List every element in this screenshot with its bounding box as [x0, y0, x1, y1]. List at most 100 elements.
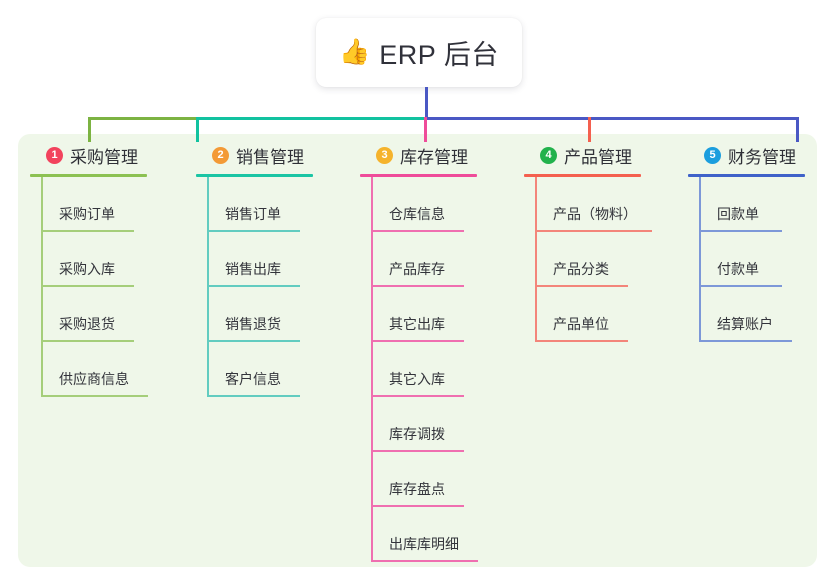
list-item[interactable]: 出库库明细	[360, 507, 508, 562]
item-rule	[371, 285, 464, 287]
connector-drop-5	[796, 117, 799, 142]
list-item[interactable]: 付款单	[688, 232, 836, 287]
list-item[interactable]: 产品单位	[524, 287, 684, 342]
column-4-spine	[535, 177, 537, 342]
column-1-rule	[30, 174, 147, 177]
list-item[interactable]: 供应商信息	[30, 342, 178, 397]
list-item[interactable]: 销售出库	[196, 232, 344, 287]
item-label: 销售退货	[225, 316, 281, 332]
item-rule	[371, 230, 464, 232]
column-5-items: 回款单 付款单 结算账户	[688, 177, 836, 342]
item-label: 其它出库	[389, 316, 445, 332]
item-rule	[371, 340, 464, 342]
column-3-spine	[371, 177, 373, 562]
item-rule	[699, 230, 782, 232]
list-item[interactable]: 其它入库	[360, 342, 508, 397]
item-rule	[207, 340, 300, 342]
item-label: 客户信息	[225, 371, 281, 387]
column-4-title: 产品管理	[564, 147, 632, 167]
connector-drop-3	[424, 117, 427, 142]
item-rule	[207, 230, 300, 232]
item-label: 产品（物料）	[553, 206, 637, 222]
item-label: 产品分类	[553, 261, 609, 277]
connector-drop-2	[196, 117, 199, 142]
column-4-header[interactable]: 4 产品管理	[524, 142, 684, 168]
list-item[interactable]: 产品分类	[524, 232, 684, 287]
connector-bus-green	[88, 117, 198, 120]
item-label: 付款单	[717, 261, 759, 277]
item-label: 采购入库	[59, 261, 115, 277]
item-label: 其它入库	[389, 371, 445, 387]
list-item[interactable]: 采购入库	[30, 232, 178, 287]
list-item[interactable]: 产品（物料）	[524, 177, 684, 232]
list-item[interactable]: 库存盘点	[360, 452, 508, 507]
thumbs-up-icon: 👍	[339, 38, 371, 66]
item-label: 仓库信息	[389, 206, 445, 222]
item-rule	[207, 395, 300, 397]
column-5-spine	[699, 177, 701, 342]
column-1: 1 采购管理 采购订单 采购入库 采购退货 供应商信息	[30, 142, 178, 397]
list-item[interactable]: 客户信息	[196, 342, 344, 397]
column-2-header[interactable]: 2 销售管理	[196, 142, 344, 168]
item-label: 结算账户	[717, 316, 773, 332]
column-5-badge: 5	[704, 146, 721, 164]
list-item[interactable]: 仓库信息	[360, 177, 508, 232]
item-rule	[41, 340, 134, 342]
item-rule	[207, 285, 300, 287]
column-2-title: 销售管理	[236, 147, 304, 167]
item-rule	[371, 395, 464, 397]
list-item[interactable]: 销售退货	[196, 287, 344, 342]
column-5: 5 财务管理 回款单 付款单 结算账户	[688, 142, 836, 342]
list-item[interactable]: 采购退货	[30, 287, 178, 342]
list-item[interactable]: 产品库存	[360, 232, 508, 287]
connector-drop-1	[88, 117, 91, 142]
item-rule	[371, 450, 464, 452]
item-label: 出库库明细	[389, 536, 459, 552]
item-rule	[41, 230, 134, 232]
column-2-rule	[196, 174, 313, 177]
item-rule	[371, 560, 478, 562]
column-3-rule	[360, 174, 477, 177]
column-3-title: 库存管理	[400, 147, 468, 167]
column-2-badge: 2	[212, 146, 229, 164]
list-item[interactable]: 销售订单	[196, 177, 344, 232]
column-1-header[interactable]: 1 采购管理	[30, 142, 178, 168]
list-item[interactable]: 回款单	[688, 177, 836, 232]
item-label: 回款单	[717, 206, 759, 222]
connector-root-stem	[425, 87, 428, 117]
item-label: 库存调拨	[389, 426, 445, 442]
connector-bus-teal	[196, 117, 427, 120]
item-rule	[41, 395, 148, 397]
list-item[interactable]: 库存调拨	[360, 397, 508, 452]
column-2-spine	[207, 177, 209, 397]
item-label: 产品单位	[553, 316, 609, 332]
column-5-header[interactable]: 5 财务管理	[688, 142, 836, 168]
list-item[interactable]: 其它出库	[360, 287, 508, 342]
column-1-items: 采购订单 采购入库 采购退货 供应商信息	[30, 177, 178, 397]
column-1-badge: 1	[46, 146, 63, 164]
item-label: 销售出库	[225, 261, 281, 277]
item-rule	[699, 285, 782, 287]
column-3-items: 仓库信息 产品库存 其它出库 其它入库 库存调拨 库存盘点	[360, 177, 508, 562]
item-rule	[41, 285, 134, 287]
item-rule	[535, 285, 628, 287]
item-label: 供应商信息	[59, 371, 129, 387]
column-2-items: 销售订单 销售出库 销售退货 客户信息	[196, 177, 344, 397]
item-rule	[535, 230, 652, 232]
column-5-title: 财务管理	[728, 147, 796, 167]
column-3-header[interactable]: 3 库存管理	[360, 142, 508, 168]
column-3: 3 库存管理 仓库信息 产品库存 其它出库 其它入库 库存调拨	[360, 142, 508, 562]
item-rule	[699, 340, 792, 342]
column-5-rule	[688, 174, 805, 177]
root-node[interactable]: 👍 ERP 后台	[316, 18, 522, 87]
list-item[interactable]: 结算账户	[688, 287, 836, 342]
column-2: 2 销售管理 销售订单 销售出库 销售退货 客户信息	[196, 142, 344, 397]
column-1-title: 采购管理	[70, 147, 138, 167]
column-3-badge: 3	[376, 146, 393, 164]
item-rule	[371, 505, 464, 507]
item-label: 采购订单	[59, 206, 115, 222]
list-item[interactable]: 采购订单	[30, 177, 178, 232]
item-label: 库存盘点	[389, 481, 445, 497]
column-4-badge: 4	[540, 146, 557, 164]
item-label: 采购退货	[59, 316, 115, 332]
